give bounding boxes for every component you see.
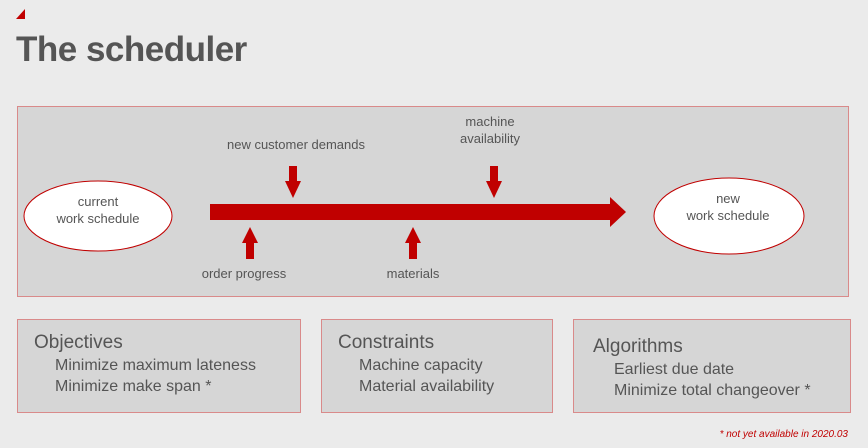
arrow-down-customer-demands: [285, 166, 301, 198]
constraint-item: Machine capacity: [359, 357, 483, 374]
objectives-heading: Objectives: [34, 332, 123, 353]
label-materials: materials: [386, 266, 440, 281]
algorithm-item: Earliest due date: [614, 361, 735, 378]
main-flow-arrow: [210, 197, 626, 227]
arrow-down-machine-availability: [486, 166, 502, 198]
constraint-item: Material availability: [359, 378, 495, 395]
page-title: The scheduler: [16, 30, 247, 69]
constraints-box: Constraints Machine capacity Material av…: [321, 319, 553, 413]
algorithms-heading: Algorithms: [593, 336, 683, 357]
new-schedule-node: [653, 177, 805, 255]
objectives-box: Objectives Minimize maximum lateness Min…: [17, 319, 301, 413]
arrow-up-materials: [405, 227, 421, 259]
algorithms-box: Algorithms Earliest due date Minimize to…: [573, 319, 851, 413]
algorithm-item: Minimize total changeover *: [614, 382, 811, 399]
objective-item: Minimize make span *: [55, 378, 212, 395]
current-schedule-label: current work schedule: [56, 194, 140, 226]
flow-diagram: [23, 166, 805, 259]
corner-logo-mark: [16, 9, 25, 19]
current-schedule-node: [23, 180, 173, 252]
label-machine-availability: machine availability: [460, 114, 520, 146]
label-order-progress: order progress: [201, 266, 287, 281]
label-new-customer-demands: new customer demands: [226, 137, 365, 152]
footnote: * not yet available in 2020.03: [719, 429, 848, 440]
objective-item: Minimize maximum lateness: [55, 357, 256, 374]
scheduler-flow-panel: current work schedule new work schedule …: [17, 106, 849, 297]
constraints-heading: Constraints: [338, 332, 435, 353]
arrow-up-order-progress: [242, 227, 258, 259]
new-schedule-label: new work schedule: [686, 191, 770, 223]
